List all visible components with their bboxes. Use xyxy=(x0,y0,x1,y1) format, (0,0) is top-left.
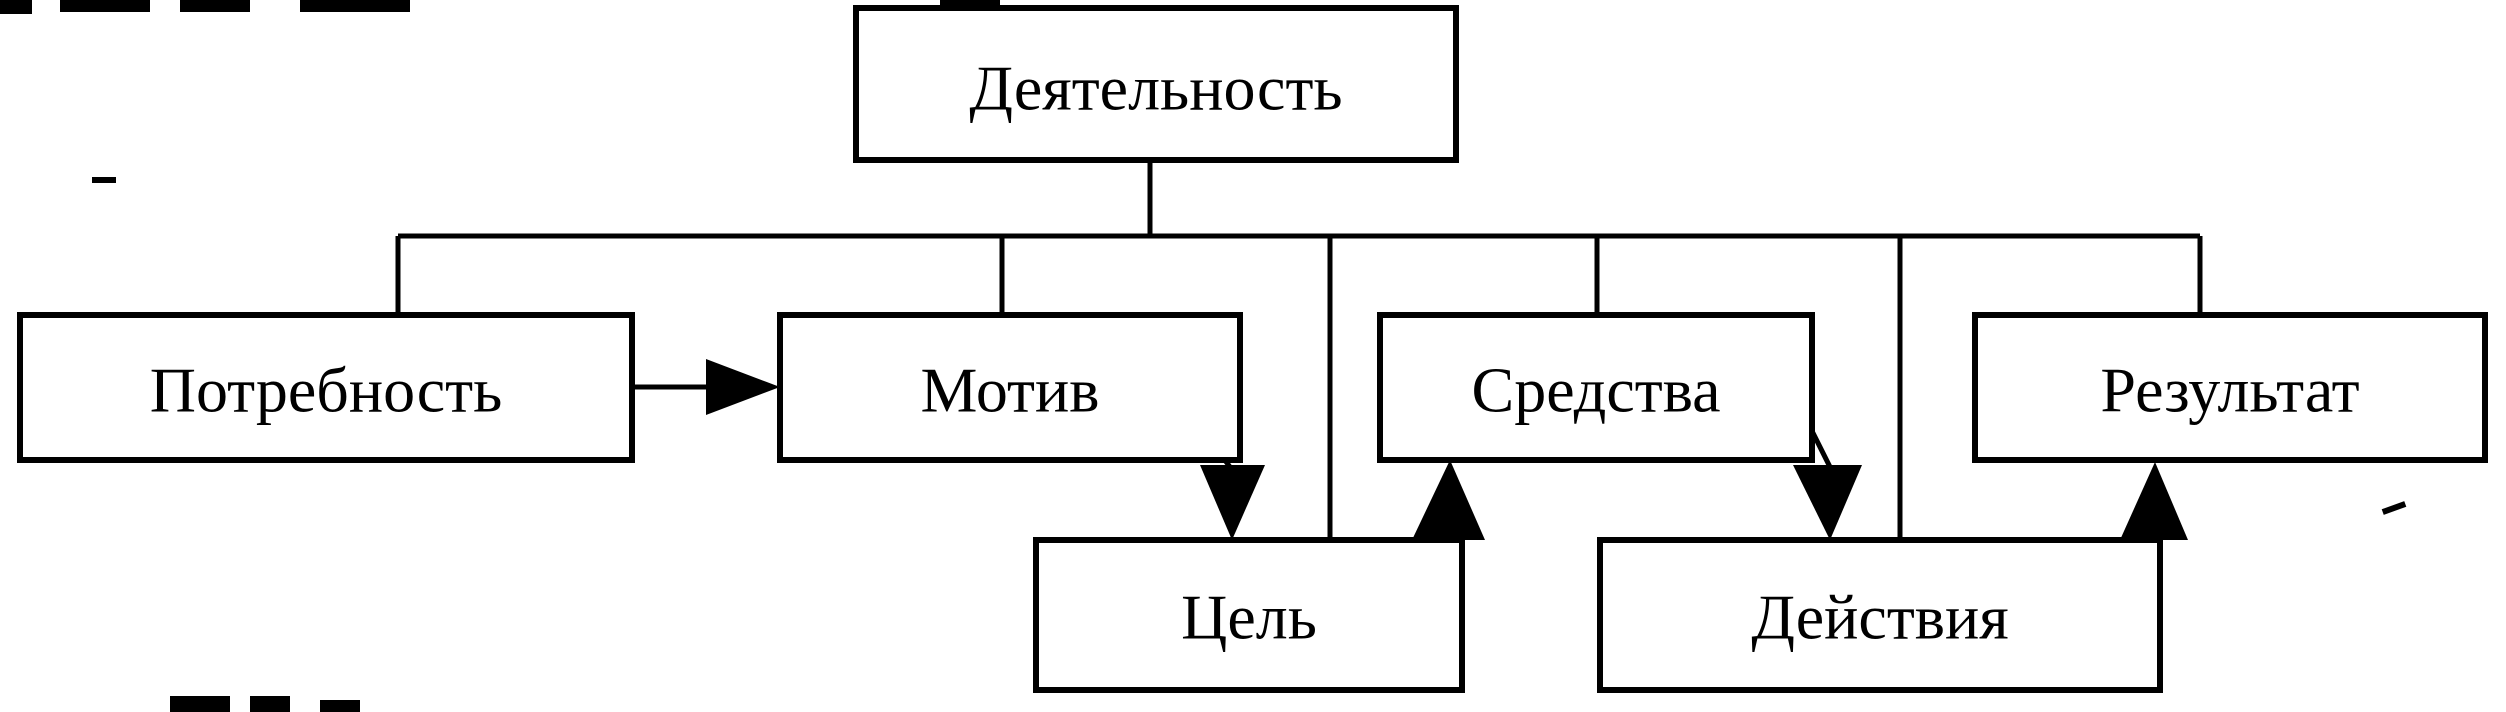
node-result: Результат xyxy=(1972,312,2488,463)
node-need-label: Потребность xyxy=(150,355,503,426)
node-motive: Мотив xyxy=(777,312,1243,463)
node-activity-label: Деятельность xyxy=(969,53,1342,124)
node-need: Потребность xyxy=(17,312,635,463)
node-means-label: Средства xyxy=(1472,355,1721,426)
node-motive-label: Мотив xyxy=(921,355,1100,426)
arrow-actions-to-result xyxy=(2120,462,2188,540)
node-activity: Деятельность xyxy=(853,5,1459,163)
node-actions: Действия xyxy=(1597,537,2163,693)
cropped-text-fragment-top xyxy=(0,0,1000,14)
node-actions-label: Действия xyxy=(1751,582,2008,653)
stray-mark-left xyxy=(92,177,116,183)
connector-tree xyxy=(395,160,2203,540)
stray-mark-right xyxy=(2381,501,2407,515)
node-means: Средства xyxy=(1377,312,1815,463)
node-goal: Цель xyxy=(1033,537,1465,693)
cropped-text-fragment-bottom xyxy=(170,696,360,712)
node-result-label: Результат xyxy=(2100,355,2359,426)
arrow-need-to-motive xyxy=(632,359,780,415)
arrow-goal-to-means xyxy=(1412,460,1485,540)
node-goal-label: Цель xyxy=(1181,582,1317,653)
